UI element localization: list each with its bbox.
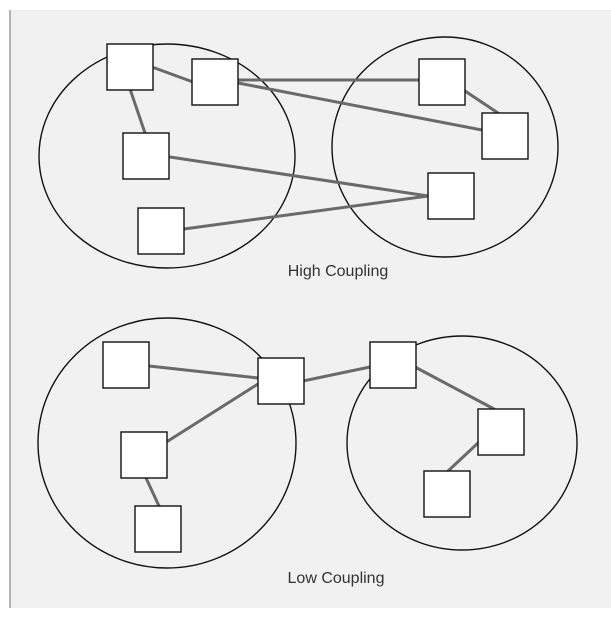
high-component-left-c bbox=[122, 132, 170, 180]
low-coupling-caption: Low Coupling bbox=[288, 570, 385, 587]
high-component-right-a bbox=[418, 58, 466, 106]
low-component-right-a bbox=[477, 408, 525, 456]
high-coupling-group: High Coupling bbox=[38, 36, 559, 280]
low-component-left-a bbox=[102, 341, 150, 389]
low-link-internal-4 bbox=[413, 365, 496, 411]
high-link-internal-1 bbox=[150, 65, 195, 84]
low-component-left-c bbox=[134, 505, 182, 553]
high-component-right-b bbox=[481, 112, 529, 160]
low-link-internal-5 bbox=[445, 441, 480, 474]
low-link-internal-1 bbox=[147, 364, 260, 380]
low-link-internal-2 bbox=[166, 382, 260, 443]
high-component-left-b bbox=[191, 58, 239, 106]
high-link-internal-2 bbox=[128, 87, 147, 135]
low-link-internal-3 bbox=[144, 476, 161, 508]
low-coupling-module-right bbox=[346, 335, 578, 551]
high-component-left-a bbox=[106, 43, 154, 91]
high-link-cross-3 bbox=[168, 155, 430, 198]
low-component-left-hub bbox=[257, 357, 305, 405]
low-component-left-b bbox=[120, 431, 168, 479]
low-component-right-b bbox=[423, 470, 471, 518]
high-component-left-d bbox=[137, 207, 185, 255]
low-component-right-hub bbox=[369, 341, 417, 389]
high-link-cross-4 bbox=[182, 194, 430, 231]
high-component-right-c bbox=[427, 172, 475, 220]
low-coupling-group: Low Coupling bbox=[37, 317, 578, 587]
low-link-cross-1 bbox=[301, 365, 372, 383]
high-link-cross-2 bbox=[236, 81, 484, 132]
high-coupling-caption: High Coupling bbox=[288, 263, 389, 280]
high-link-internal-3 bbox=[463, 89, 500, 115]
